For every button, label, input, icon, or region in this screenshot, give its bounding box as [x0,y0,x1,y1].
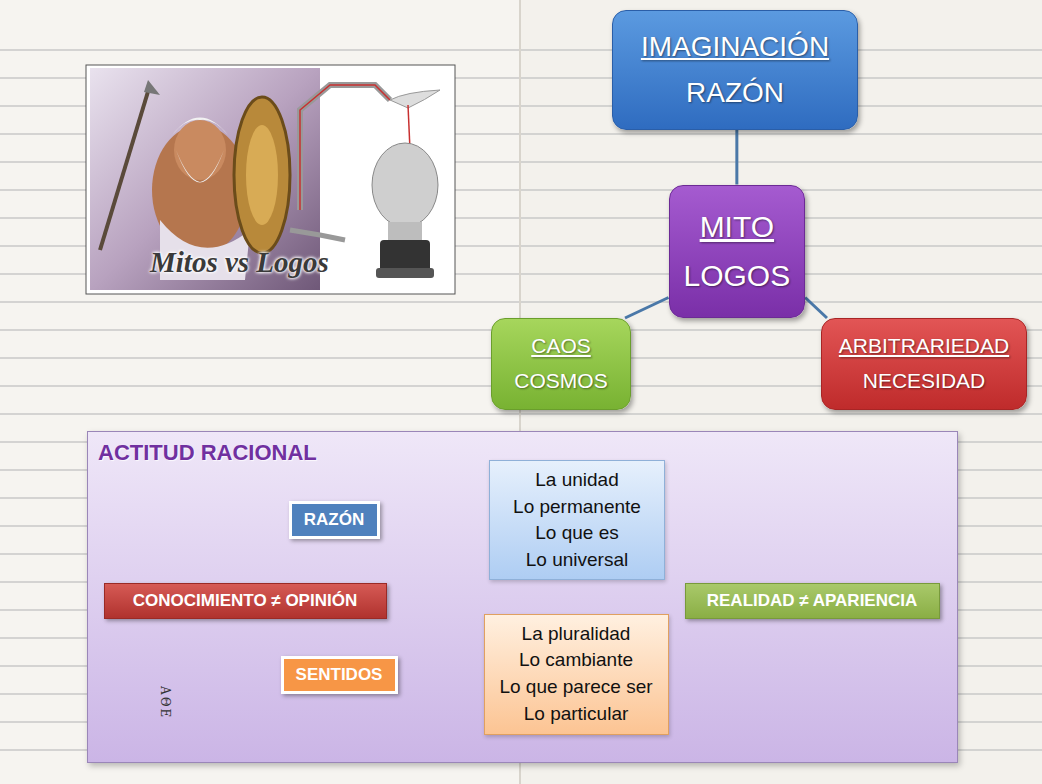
concept-link [735,130,738,185]
node-text: Lo universal [526,547,628,574]
node-text: IMAGINACIÓN [641,24,829,70]
node-text: REALIDAD ≠ APARIENCIA [707,591,918,611]
panel: ACTITUD RACIONAL CONOCIMIENTO ≠ OPINIÓN RA… [87,431,958,763]
list-box: La pluralidadLo cambianteLo que parece s… [484,614,669,735]
node-text: MITO [700,202,774,252]
node-text: Lo permanente [513,494,641,521]
concept-pill: SENTIDOS [281,656,398,694]
node-text: RAZÓN [304,510,364,530]
mitos-logos-picture [86,65,455,294]
node-text: COSMOS [514,364,607,399]
node-text: CAOS [531,329,591,364]
concept-pill: REALIDAD ≠ APARIENCIA [685,583,940,619]
node-text: La pluralidad [522,621,631,648]
concept-link [805,298,827,319]
node-text: CONOCIMIENTO ≠ OPINIÓN [133,591,357,611]
node-text: SENTIDOS [296,665,383,685]
concept-pill: CONOCIMIENTO ≠ OPINIÓN [104,583,387,619]
picture-caption: Mitos vs Logos [150,246,329,279]
node-text: NECESIDAD [863,364,986,399]
list-box: La unidadLo permanenteLo que esLo univer… [489,460,665,580]
concept-link [625,298,669,319]
concept-box: MITOLOGOS [669,185,806,318]
node-text: ARBITRARIEDAD [839,329,1009,364]
node-text: LOGOS [684,251,791,301]
node-text: Lo cambiante [519,647,633,674]
node-text: Lo que es [535,520,618,547]
coin-inscription: ΑΘΕ [158,686,172,719]
concept-pill: RAZÓN [289,501,380,539]
concept-box: IMAGINACIÓNRAZÓN [612,10,858,130]
node-text: RAZÓN [686,70,784,116]
concept-box: ARBITRARIEDADNECESIDAD [821,318,1027,410]
node-text: La unidad [535,467,618,494]
concept-box: CAOSCOSMOS [491,318,631,410]
node-text: Lo particular [524,701,629,728]
node-text: Lo que parece ser [499,674,652,701]
panel-title: ACTITUD RACIONAL [98,440,317,466]
